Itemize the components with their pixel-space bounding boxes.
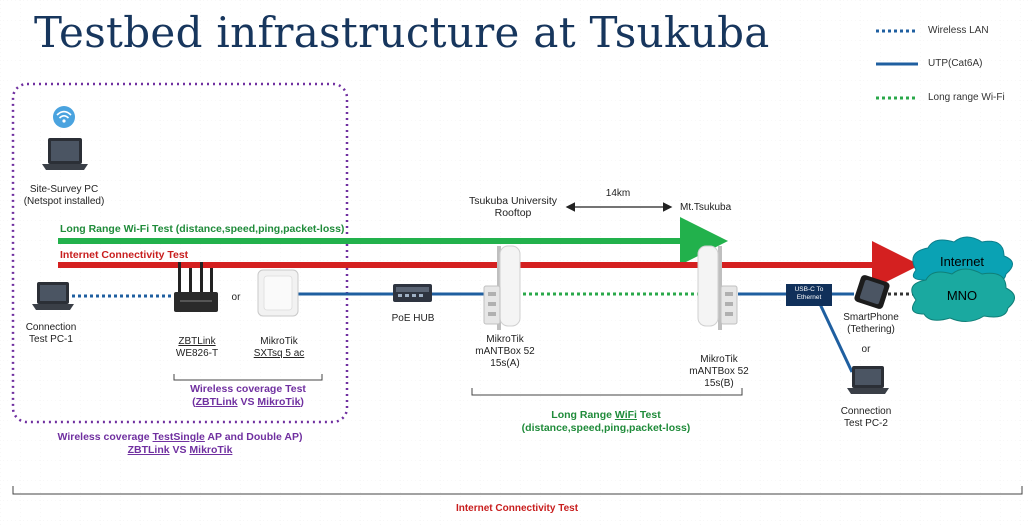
usbc-line2: Ethernet	[796, 294, 822, 301]
legend-utp: UTP(Cat6A)	[928, 58, 983, 69]
usbc-adapter-box	[786, 284, 832, 306]
connection-pc1-label: Connection Test PC-1	[16, 322, 86, 346]
distance-label: 14km	[605, 188, 631, 199]
wc-paren-open: (	[192, 396, 196, 408]
connection-pc1-line1: Connection	[25, 322, 77, 333]
mno-label: MNO	[947, 288, 977, 303]
site-survey-pc-label: Site-Survey PC (Netspot installed)	[14, 184, 114, 208]
zbtlink-label: ZBTLink WE826-T	[167, 336, 227, 360]
wifi-badge-icon	[53, 106, 75, 128]
mt-tsukuba-label: Mt.Tsukuba	[680, 202, 732, 213]
lr-line2: (distance,speed,ping,packet-loss)	[521, 422, 691, 434]
zbtlink-router-icon	[174, 262, 218, 312]
wc-zbtlink: ZBTLink	[195, 396, 238, 408]
connection-pc1-line2: Test PC-1	[29, 334, 73, 345]
page-title: Testbed infrastructure at Tsukuba	[34, 8, 770, 57]
wc-ap-line1: Wireless coverage TestSingle AP and Doub…	[40, 431, 320, 444]
site-survey-line2: (Netspot installed)	[23, 196, 105, 207]
internet-connectivity-test-label: Internet Connectivity Test	[455, 503, 579, 514]
smartphone-label: SmartPhone (Tethering)	[826, 312, 916, 336]
connection-pc2-laptop-icon	[847, 366, 889, 394]
wc-ap-part1: Wireless coverage	[57, 431, 153, 443]
wc-ap-vs: VS	[169, 444, 190, 456]
smartphone-icon	[854, 275, 890, 309]
connection-pc1-laptop-icon	[32, 282, 74, 310]
bracket-mantbox	[471, 388, 743, 396]
mantbox-a-line1: MikroTik	[486, 334, 524, 345]
smartphone-line1: SmartPhone	[843, 312, 899, 323]
tsukuba-univ-line1: Tsukuba University	[468, 195, 558, 207]
wireless-coverage-line1: Wireless coverage Test	[190, 383, 306, 395]
usbc-label: USB-C To Ethernet	[786, 286, 832, 302]
internet-label: Internet	[940, 254, 984, 269]
wc-ap-line2: ZBTLink VS MikroTik	[40, 444, 320, 457]
or-label-1: or	[231, 292, 241, 303]
connection-pc2-line2: Test PC-2	[844, 418, 888, 429]
smartphone-line2: (Tethering)	[847, 324, 895, 335]
lr-part1: Long Range	[551, 409, 615, 421]
long-range-wifi-test-label: Long Range WiFi Test (distance,speed,pin…	[496, 409, 716, 435]
tsukuba-univ-line2: Rooftop	[494, 207, 532, 219]
bracket-internet-test	[12, 486, 1023, 495]
mantbox-b-line3: 15s(B)	[704, 378, 734, 389]
legend-long-range-wifi: Long range Wi-Fi	[928, 92, 1005, 103]
connection-pc2-line1: Connection	[840, 406, 892, 417]
mikrotik-sxt-icon	[257, 269, 299, 317]
mantbox-b-label: MikroTik mANTBox 52 15s(B)	[684, 354, 754, 390]
wc-mikrotik: MikroTik	[257, 396, 301, 408]
site-survey-laptop-icon	[42, 138, 88, 170]
mikrotik-sxt-line2: SXTsq 5 ac	[253, 348, 305, 359]
wc-ap-zbtlink: ZBTLink	[127, 444, 170, 456]
mantbox-a-icon	[483, 245, 521, 330]
mantbox-b-line2: mANTBox 52	[689, 366, 749, 377]
mantbox-b-line1: MikroTik	[700, 354, 738, 365]
wireless-coverage-test-label: Wireless coverage Test (ZBTLink VS Mikro…	[168, 383, 328, 409]
tsukuba-univ-label: Tsukuba University Rooftop	[463, 195, 563, 219]
mantbox-a-line2: mANTBox 52	[475, 346, 535, 357]
lr-line1: Long Range WiFi Test	[496, 409, 716, 422]
red-arrow-label: Internet Connectivity Test	[60, 249, 189, 261]
legend-wireless-lan: Wireless LAN	[928, 25, 989, 36]
wc-ap-part2: TestSingle	[152, 431, 205, 443]
lr-part2: WiFi	[614, 409, 637, 421]
wc-paren-close: )	[300, 396, 304, 408]
green-arrow-label: Long Range Wi-Fi Test (distance,speed,pi…	[60, 223, 345, 235]
utp-link-usbc-pc2	[818, 303, 854, 373]
poe-hub-icon	[393, 284, 432, 302]
mikrotik-sxt-label: MikroTik SXTsq 5 ac	[246, 336, 312, 360]
poe-hub-label: PoE HUB	[391, 313, 435, 324]
mno-cloud-icon	[911, 268, 1015, 322]
wc-ap-mikrotik: MikroTik	[189, 444, 233, 456]
site-survey-line1: Site-Survey PC	[29, 184, 99, 195]
lr-part3: Test	[636, 409, 661, 421]
zbtlink-line2: WE826-T	[175, 348, 219, 359]
mantbox-a-label: MikroTik mANTBox 52 15s(A)	[470, 334, 540, 370]
wc-vs: VS	[237, 396, 258, 408]
wc-ap-part3: AP and Double AP)	[204, 431, 303, 443]
bracket-wireless-devices	[173, 374, 323, 381]
mikrotik-sxt-line1: MikroTik	[260, 336, 298, 347]
zbtlink-line1: ZBTLink	[178, 336, 216, 347]
or-label-2: or	[861, 344, 871, 355]
mantbox-a-line3: 15s(A)	[490, 358, 520, 369]
mantbox-b-icon	[697, 245, 738, 330]
wireless-coverage-ap-label: Wireless coverage TestSingle AP and Doub…	[40, 431, 320, 457]
connection-pc2-label: Connection Test PC-2	[826, 406, 906, 430]
usbc-line1: USB-C To	[794, 286, 824, 293]
wireless-coverage-line2: (ZBTLink VS MikroTik)	[168, 396, 328, 409]
